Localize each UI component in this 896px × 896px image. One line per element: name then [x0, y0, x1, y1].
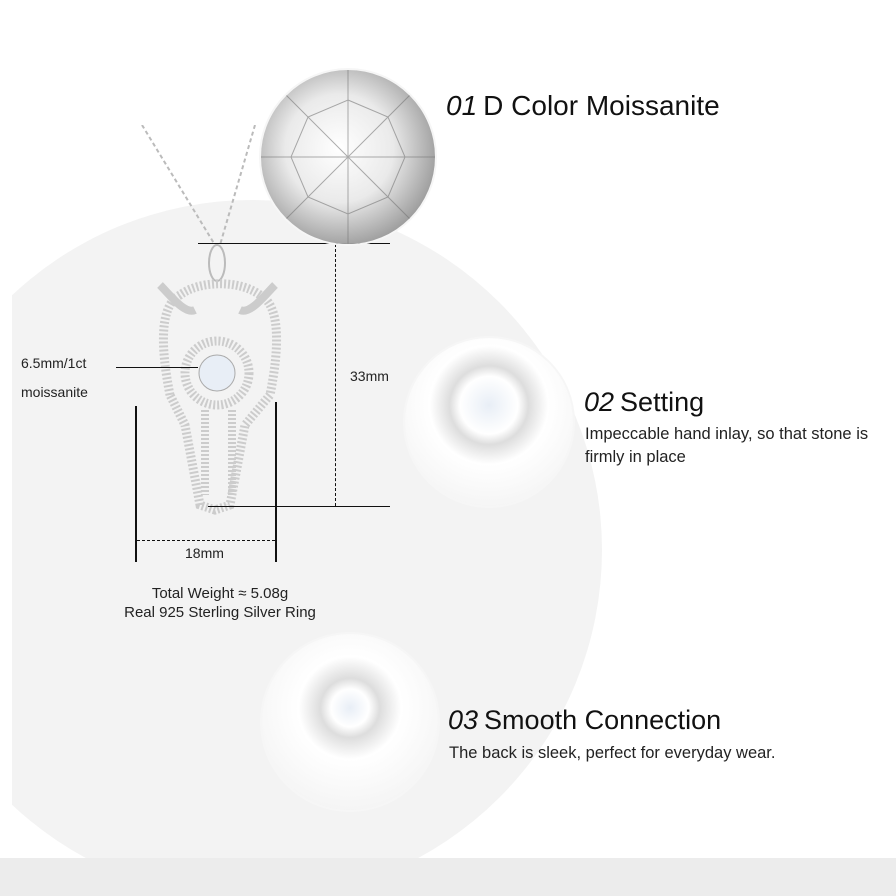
height-dimension-line	[335, 244, 336, 506]
width-dimension-line	[137, 540, 275, 541]
back-view-image	[262, 634, 438, 810]
bottom-band	[0, 858, 896, 896]
total-weight: Total Weight ≈ 5.08g	[151, 585, 289, 602]
material: Real 925 Sterling Silver Ring	[124, 604, 316, 621]
feature-3-description: The back is sleek, perfect for everyday …	[449, 744, 776, 762]
width-left-line	[135, 406, 137, 562]
width-label: 18mm	[185, 545, 224, 561]
moissanite-stone-image	[261, 70, 435, 244]
height-bottom-line	[208, 506, 390, 507]
stone-size-label: 6.5mm/1ct	[21, 355, 87, 371]
height-top-line	[198, 243, 390, 244]
feature-2-description: Impeccable hand inlay, so that stone is …	[585, 425, 869, 466]
setting-closeup-image	[405, 338, 573, 506]
stone-type-label: moissanite	[21, 384, 88, 400]
height-label: 33mm	[350, 368, 389, 384]
hamsa-pendant-image	[141, 125, 281, 515]
width-right-line	[275, 402, 277, 562]
stone-pointer-line	[116, 367, 198, 368]
